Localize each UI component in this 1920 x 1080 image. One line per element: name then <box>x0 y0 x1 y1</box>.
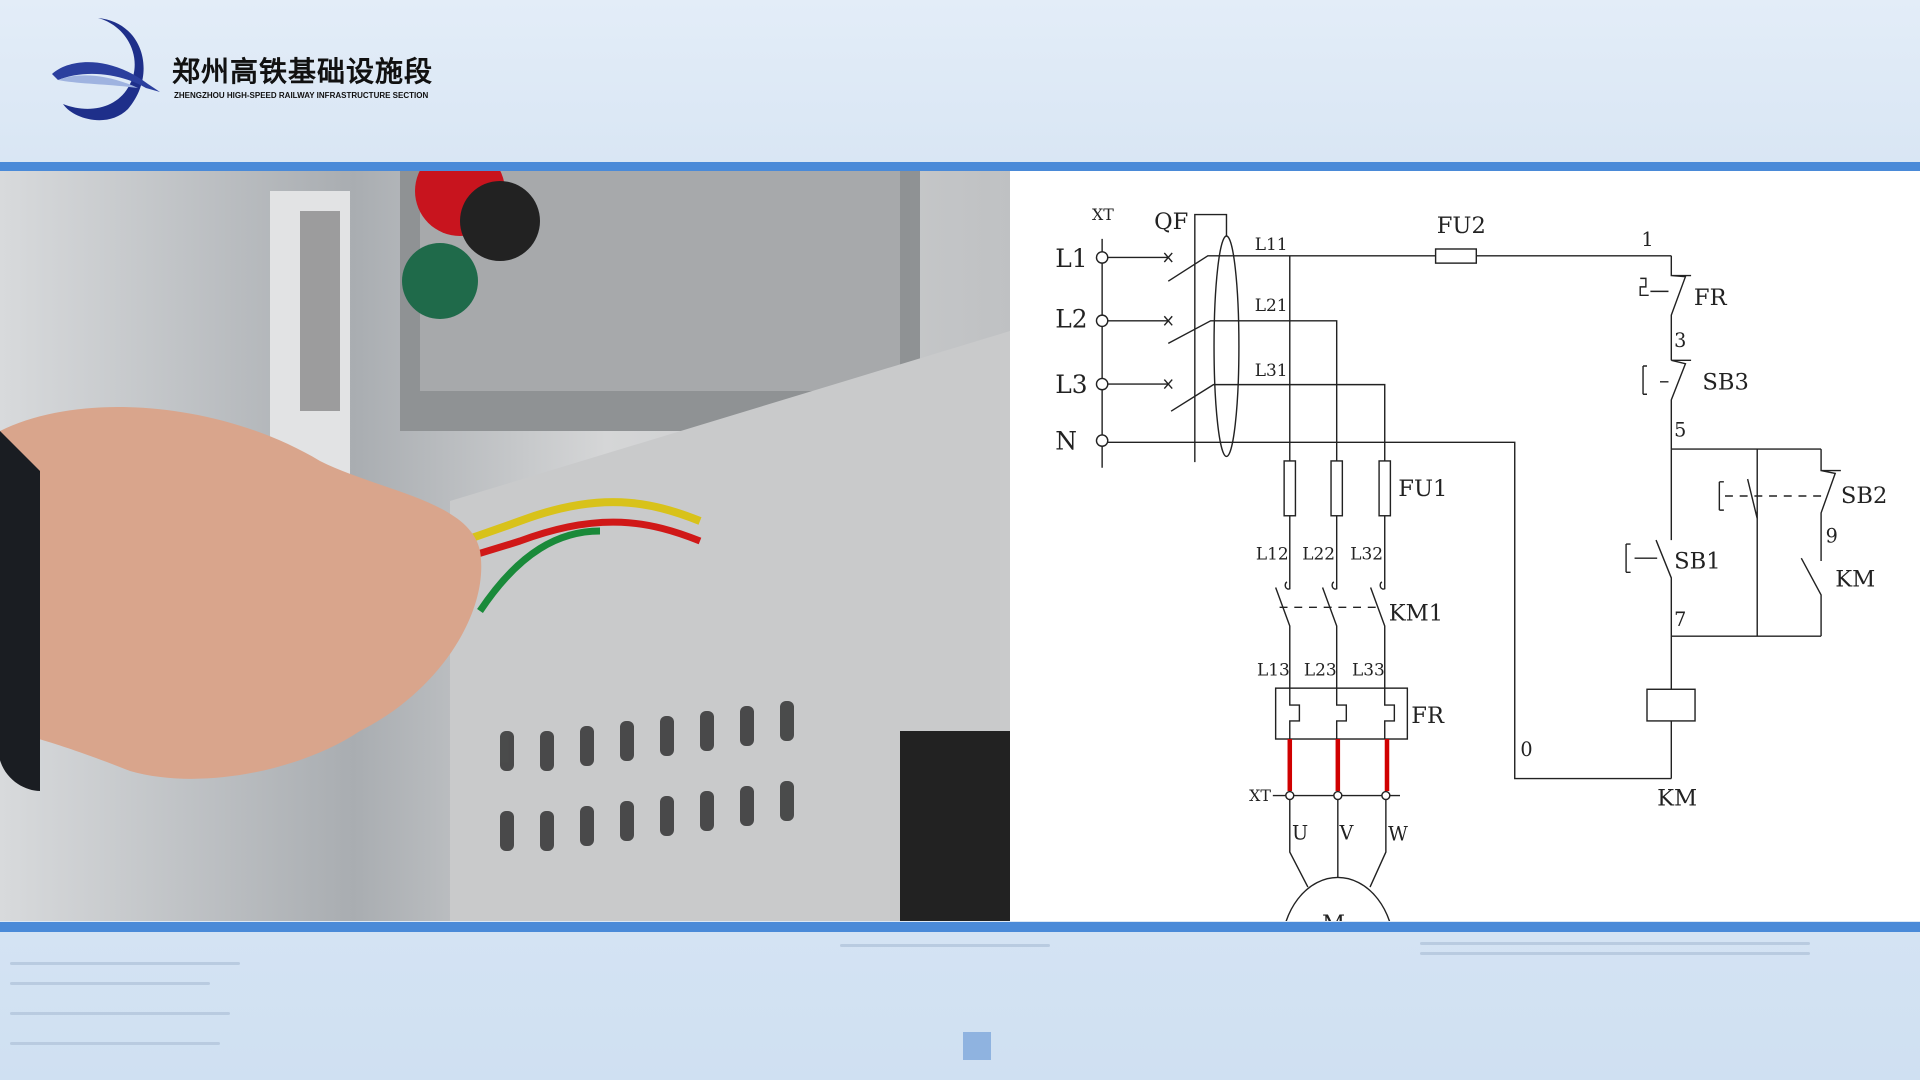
label-fu1: FU1 <box>1398 476 1447 502</box>
label-v: V <box>1339 822 1355 845</box>
blurred-text <box>1420 952 1810 955</box>
label-qf: QF <box>1154 209 1188 235</box>
label-node-9: 9 <box>1826 524 1838 547</box>
label-u: U <box>1292 822 1308 845</box>
wiring-photo-illustration <box>0 171 1010 921</box>
label-l12: L12 <box>1256 543 1289 563</box>
label-l11: L11 <box>1255 234 1288 254</box>
circuit-schematic: XT QF L1 L2 L3 N L11 L21 L31 FU2 FU1 L12… <box>1055 205 1887 1026</box>
label-l3: L3 <box>1055 370 1087 399</box>
blurred-text <box>1420 942 1810 945</box>
blurred-text <box>10 962 240 965</box>
label-l32: L32 <box>1350 543 1383 563</box>
label-l33: L33 <box>1352 660 1385 680</box>
label-node-7: 7 <box>1674 608 1686 631</box>
label-w: W <box>1388 823 1408 846</box>
label-node-5: 5 <box>1674 419 1686 442</box>
label-node-3: 3 <box>1674 329 1686 352</box>
blurred-square <box>963 1032 991 1060</box>
blurred-footer <box>0 932 1920 1080</box>
label-km-contact: KM <box>1835 566 1875 592</box>
label-sb2: SB2 <box>1841 483 1887 509</box>
label-node-1: 1 <box>1641 228 1653 251</box>
blurred-text <box>10 1012 230 1015</box>
label-l22: L22 <box>1302 543 1335 563</box>
label-km-coil: KM <box>1657 786 1697 812</box>
brand-name-cn: 郑州高铁基础设施段 <box>172 55 434 88</box>
label-fu2: FU2 <box>1437 213 1486 239</box>
label-l2: L2 <box>1055 305 1087 334</box>
label-l21: L21 <box>1255 295 1288 315</box>
label-xt-bottom: XT <box>1249 786 1271 805</box>
railway-logo <box>52 18 160 121</box>
brand-name-en: ZHENGZHOU HIGH-SPEED RAILWAY INFRASTRUCT… <box>174 91 429 100</box>
motor-control-circuit-diagram: XT QF L1 L2 L3 N L11 L21 L31 FU2 FU1 L12… <box>1010 171 1920 1026</box>
wiring-photo <box>0 171 1010 921</box>
label-l1: L1 <box>1055 244 1087 273</box>
header: 郑州高铁基础设施段 ZHENGZHOU HIGH-SPEED RAILWAY I… <box>0 0 1920 162</box>
label-sb1: SB1 <box>1674 548 1720 574</box>
label-km1: KM1 <box>1389 600 1443 626</box>
label-n: N <box>1055 427 1077 456</box>
label-l31: L31 <box>1255 360 1288 380</box>
blurred-text <box>840 944 1050 947</box>
label-l23: L23 <box>1304 660 1337 680</box>
label-motor-m: M <box>1322 911 1345 921</box>
top-accent-bar <box>0 162 1920 172</box>
label-fr-main: FR <box>1411 703 1445 729</box>
label-node-0: 0 <box>1520 738 1532 761</box>
blurred-text <box>10 1042 220 1045</box>
blurred-text <box>10 982 210 985</box>
label-xt-top: XT <box>1092 205 1114 224</box>
label-l13: L13 <box>1257 660 1290 680</box>
bottom-accent-bar <box>0 922 1920 932</box>
label-sb3: SB3 <box>1702 370 1748 396</box>
label-fr-control: FR <box>1694 285 1728 311</box>
